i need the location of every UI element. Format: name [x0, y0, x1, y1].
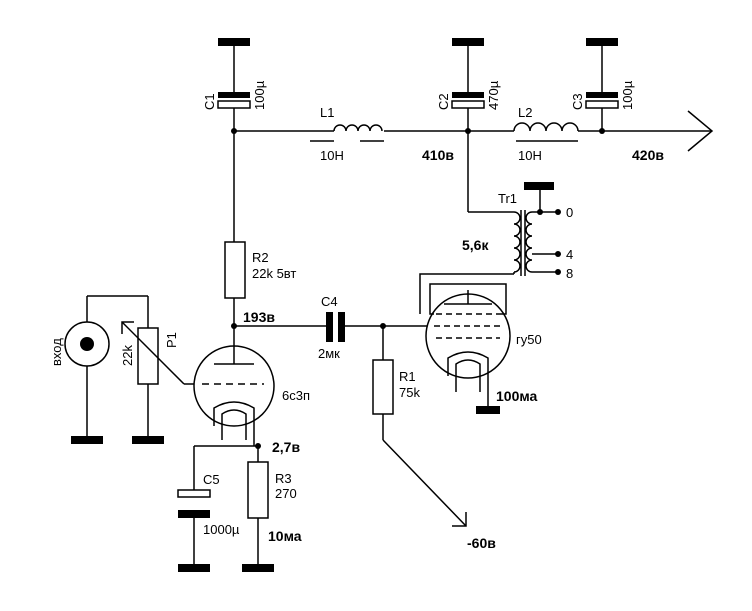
p1-value: 22k	[120, 345, 135, 366]
resistor-r2: R2 22k 5вт	[224, 131, 296, 326]
l2-value: 10H	[518, 148, 542, 163]
c5-value: 1000µ	[203, 522, 240, 537]
c5-ref: C5	[203, 472, 220, 487]
tube-v1: 6с3п	[193, 326, 310, 446]
tube-v2: гу50	[419, 273, 542, 414]
tr1-ref: Tr1	[498, 191, 517, 206]
voltage-410: 410в	[422, 147, 454, 163]
resistor-r1: R1 75k	[372, 326, 467, 527]
v2-type: гу50	[516, 332, 542, 347]
c1-ref: C1	[202, 93, 217, 110]
voltage-193: 193в	[243, 309, 275, 325]
r2-ref: R2	[252, 250, 269, 265]
current-v2: 100ма	[496, 388, 538, 404]
v1-type: 6с3п	[282, 388, 310, 403]
r2-value: 22k 5вт	[252, 266, 296, 281]
l1-ref: L1	[320, 105, 334, 120]
tap-0: 0	[566, 205, 573, 220]
c4-ref: C4	[321, 294, 338, 309]
capacitor-c3: C3 100µ	[570, 38, 635, 134]
r1-ref: R1	[399, 369, 416, 384]
input-jack: вход	[49, 295, 149, 444]
voltage-420: 420в	[632, 147, 664, 163]
supply-rail	[234, 110, 714, 152]
c3-value: 100µ	[620, 80, 635, 110]
inductor-l1: L1 10H	[310, 105, 384, 163]
r1-value: 75k	[399, 385, 420, 400]
capacitor-c2: C2 470µ	[436, 38, 501, 134]
c2-value: 470µ	[486, 80, 501, 110]
c1-value: 100µ	[252, 80, 267, 110]
tap-8: 8	[566, 266, 573, 281]
transformer-tr1: Tr1 5,6к 0 4 8	[462, 131, 573, 304]
capacitor-c4: C4 2мк	[234, 294, 434, 361]
l2-ref: L2	[518, 105, 532, 120]
input-label: вход	[49, 338, 64, 366]
c3-ref: C3	[570, 93, 585, 110]
c4-value: 2мк	[318, 346, 340, 361]
r3-value: 270	[275, 486, 297, 501]
voltage-cathode: 2,7в	[272, 439, 300, 455]
tr1-impedance: 5,6к	[462, 237, 489, 253]
p1-ref: P1	[164, 332, 179, 348]
voltage-bias: -60в	[467, 535, 496, 551]
c2-ref: C2	[436, 93, 451, 110]
current-v1: 10ма	[268, 528, 302, 544]
inductor-l2: L2 10H	[513, 105, 579, 163]
capacitor-c1: C1 100µ	[202, 38, 267, 134]
l1-value: 10H	[320, 148, 344, 163]
tap-4: 4	[566, 247, 573, 262]
potentiometer-p1: P1 22k	[120, 321, 185, 444]
r3-ref: R3	[275, 471, 292, 486]
cathode-network: C5 1000µ R3 270	[177, 443, 297, 572]
